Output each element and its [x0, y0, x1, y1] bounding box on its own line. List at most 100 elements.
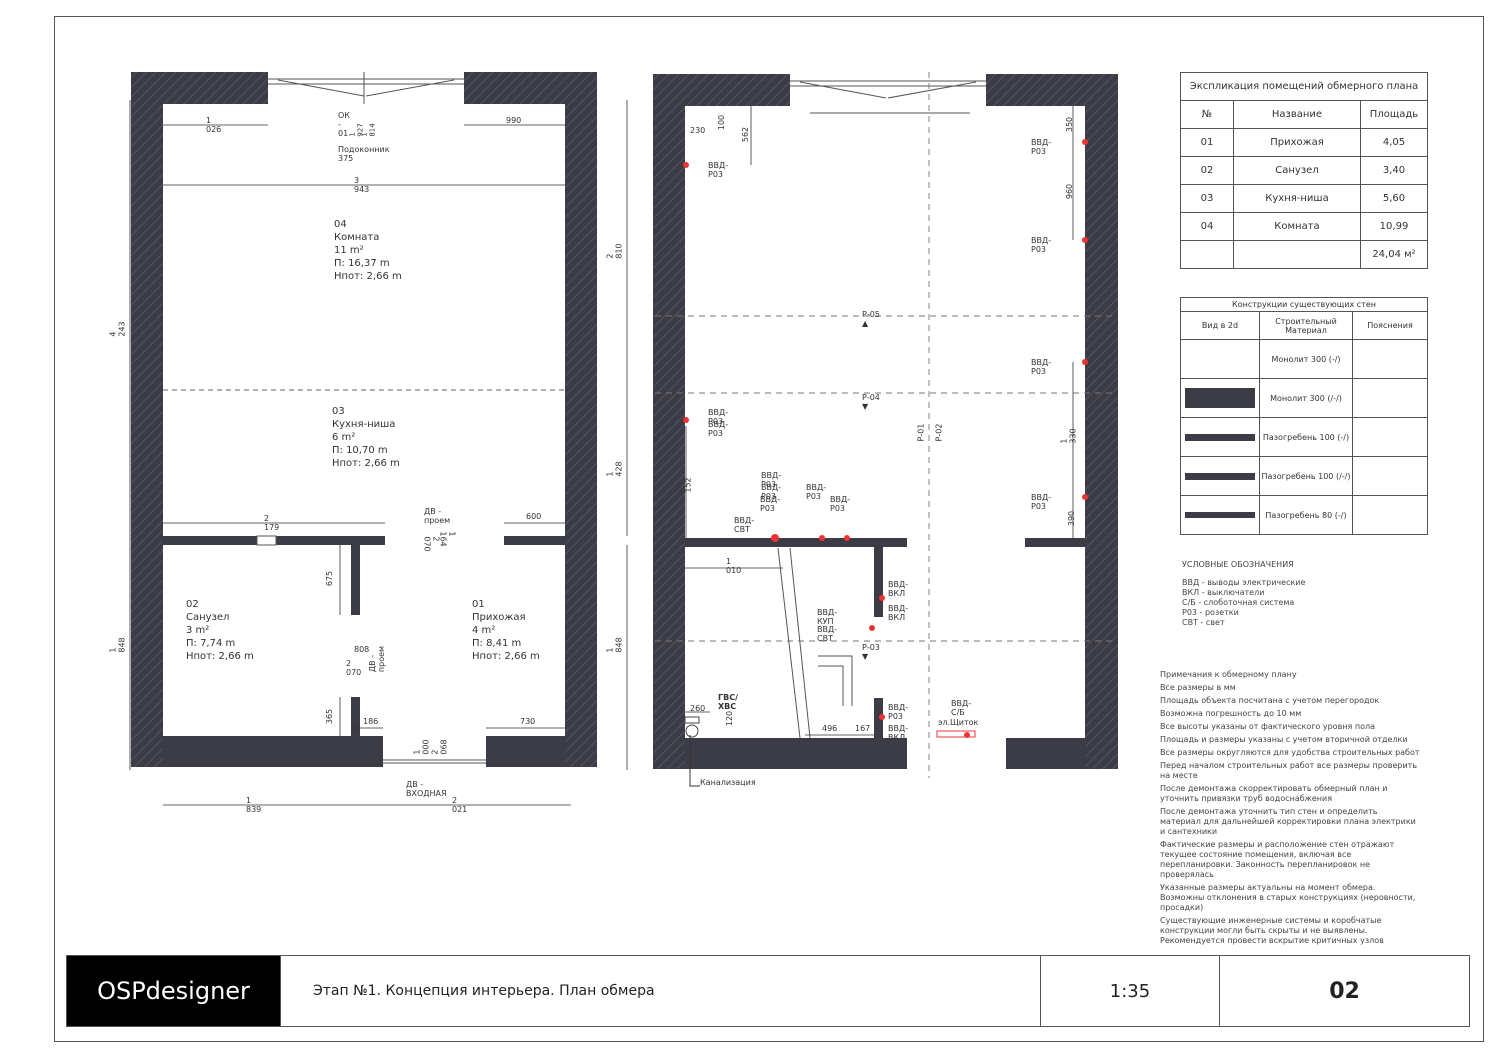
- p2-gvs: ГВС/ХВС: [718, 693, 738, 711]
- list-item: Фактические размеры и расположение стен …: [1160, 840, 1395, 879]
- p2-outlet-8: ВВД-Р03: [761, 483, 782, 501]
- p2-outlet-2: ВВД-Р03: [1031, 138, 1052, 156]
- dim-small-wall: 675: [325, 570, 335, 587]
- list-item: СВТ - свет: [1182, 618, 1225, 627]
- dim-toilet-door-h: 2 070: [346, 659, 362, 677]
- dim-entry-w: 1 000: [412, 739, 431, 755]
- door2-label: ДВ - проем: [368, 645, 387, 673]
- list-item: После демонтажа уточнить тип стен и опре…: [1160, 807, 1416, 836]
- list-item: Возможна погрешность до 10 мм: [1160, 709, 1302, 718]
- list-item: Все размеры округляются для удобства стр…: [1160, 748, 1420, 757]
- constructions-header: Вид в 2d: [1180, 311, 1260, 340]
- p2-dim-1010: 1 010: [726, 557, 742, 575]
- p2-switch-2: ВВД-ВКЛ: [888, 604, 909, 622]
- p2-outlet-7: ВВД-Р03: [761, 471, 782, 489]
- p2-dim-496: 496: [822, 724, 838, 733]
- p2-outlet-12: ВВД-Р03: [1031, 493, 1052, 511]
- list-item: Существующие инженерные системы и коробч…: [1160, 916, 1384, 945]
- dim-186: 186: [363, 717, 379, 726]
- plan-1: [129, 72, 628, 806]
- p2-dim-1152: 1 152: [674, 477, 693, 493]
- p2-dim-167: 167: [855, 724, 871, 733]
- notes: Примечания к обмерному плану Все размеры…: [1160, 670, 1420, 949]
- p2-section-02: Р-02: [934, 423, 944, 442]
- p2-section-04: Р-04 ▼: [862, 393, 880, 411]
- table-row-total: 24,04 м²: [1180, 240, 1428, 269]
- notes-title: Примечания к обмерному плану: [1160, 670, 1297, 679]
- sill-label: Подоконник 375: [338, 145, 390, 163]
- p2-section-05: Р-05 ▲: [862, 310, 880, 328]
- title-block: OSPdesigner Этап №1. Концепция интерьера…: [66, 955, 1470, 1027]
- p2-outlet-3: ВВД-Р03: [1031, 236, 1052, 254]
- constructions-header: Пояснения: [1352, 311, 1428, 340]
- p2-dim-120: 120: [725, 710, 735, 727]
- dim-top-right: 990: [506, 116, 522, 125]
- table-row: Пазогребень 100 (/-/): [1180, 456, 1428, 496]
- p2-outlet-1: ВВД-Р03: [708, 161, 729, 179]
- dim-toilet-door-w: 808: [354, 645, 370, 654]
- p2-dim-1330: 1 330: [1059, 428, 1078, 444]
- p2-dim-260: 260: [690, 704, 706, 713]
- p2-outlet-4: ВВД-Р03: [1031, 358, 1052, 376]
- sheet-title: Этап №1. Концепция интерьера. План обмер…: [280, 956, 1040, 1026]
- legend-title: УСЛОВНЫЕ ОБОЗНАЧЕНИЯ: [1182, 560, 1294, 569]
- table-row: Монолит 300 (-/): [1180, 339, 1428, 379]
- p2-switch-1: ВВД-ВКЛ: [888, 580, 909, 598]
- list-item: Площадь объекта посчитана с учетом перег…: [1160, 696, 1380, 705]
- dim-left-lower: 1 848: [108, 637, 127, 653]
- legend: УСЛОВНЫЕ ОБОЗНАЧЕНИЯ ВВД - выводы электр…: [1182, 560, 1305, 628]
- p2-dim-230: 230: [690, 126, 706, 135]
- plan2-interior: [685, 106, 1085, 738]
- p2-sewer: Канализация: [700, 778, 756, 787]
- p2-light-1: ВВД-СВТ: [734, 516, 755, 534]
- drawing-frame: [54, 16, 1484, 1042]
- plan2-partitions: [685, 538, 1085, 769]
- dim-bottom-left: 1 839: [246, 796, 262, 814]
- window-dim-b: 1 814: [360, 123, 377, 137]
- list-item: После демонтажа скорректировать обмерный…: [1160, 784, 1388, 803]
- plan1-dim-lines: [129, 100, 628, 806]
- list-item: Все высоты указаны от фактического уровн…: [1160, 722, 1376, 731]
- list-item: Р03 - розетки: [1182, 608, 1239, 617]
- p2-kup: ВВД-КУП: [817, 608, 838, 626]
- p2-outlet-5: ВВД-Р03: [708, 408, 729, 426]
- table-row: Пазогребень 80 (-/): [1180, 495, 1428, 535]
- plan1-entry-opening: [383, 736, 486, 767]
- wall-swatch: [1185, 472, 1255, 480]
- p2-outlet-10: ВВД-Р03: [806, 483, 827, 501]
- constructions-table: Конструкции существующих стен Вид в 2d С…: [1180, 297, 1428, 535]
- dim-door-h2: 1 164: [438, 531, 457, 547]
- list-item: ВВД - выводы электрические: [1182, 578, 1306, 587]
- p2-dim-390: 390: [1067, 510, 1077, 527]
- sheet-number: 02: [1219, 956, 1469, 1026]
- explication-header: Название: [1233, 100, 1361, 129]
- p2-dim-562: 562: [741, 126, 751, 143]
- door1-label: ДВ - проем: [424, 507, 451, 525]
- p2-dim-960: 960: [1065, 183, 1075, 200]
- wall-swatch: [1185, 388, 1255, 408]
- p2-dim-350: 350: [1065, 116, 1075, 133]
- list-item: Площадь и размеры указаны с учетом втори…: [1160, 735, 1408, 744]
- explication-title: Экспликация помещений обмерного плана: [1180, 72, 1428, 101]
- wall-swatch: [1185, 512, 1255, 518]
- plan2-window-icon: [790, 80, 986, 114]
- plan1-window-opening: [268, 72, 464, 104]
- constructions-header: Строительный Материал: [1259, 311, 1353, 340]
- p2-section-03: Р-03 ▼: [862, 643, 880, 661]
- entry-label: ДВ - ВХОДНАЯ: [406, 780, 447, 798]
- plan1-interior: [163, 104, 565, 736]
- table-row: Монолит 300 (/-/): [1180, 378, 1428, 418]
- table-row: Пазогребень 100 (-/): [1180, 417, 1428, 457]
- wall-swatch: [1185, 433, 1255, 441]
- explication-header: Площадь: [1360, 100, 1428, 129]
- dim-730: 730: [520, 717, 536, 726]
- dim-top-left: 1 026: [206, 116, 222, 134]
- sheet-scale: 1:35: [1040, 956, 1219, 1026]
